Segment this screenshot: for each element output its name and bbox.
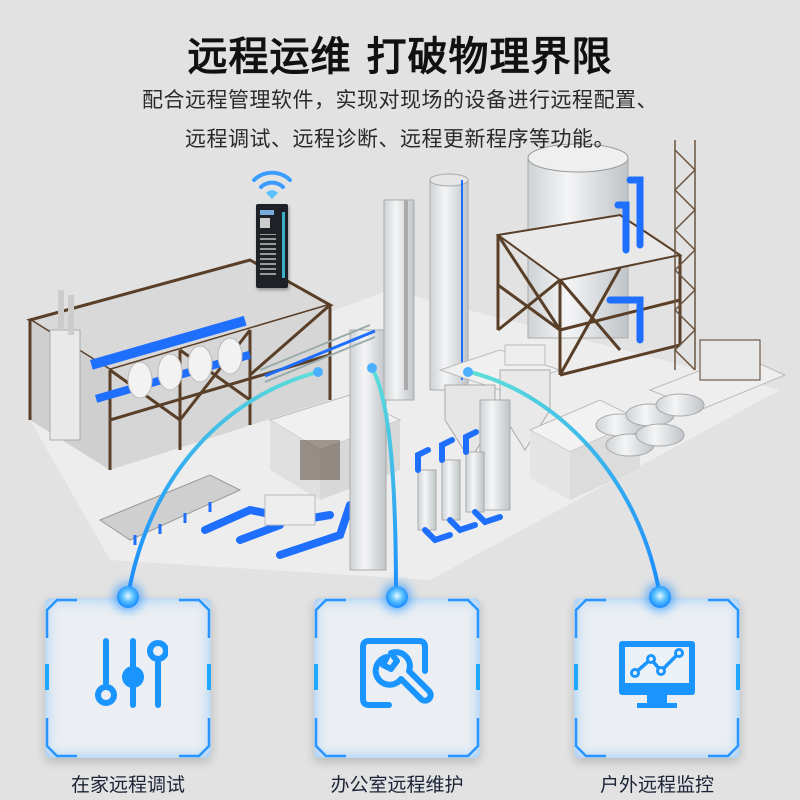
- sliders-icon: [95, 638, 168, 708]
- feature-label-office-maintenance: 办公室远程维护: [330, 774, 464, 796]
- page-title: 远程运维 打破物理界限: [187, 34, 613, 80]
- connection-node-right: [649, 586, 671, 608]
- left-truss-structure: [26, 258, 334, 470]
- storage-tank-structure: [495, 140, 697, 377]
- distillation-columns: [349, 173, 469, 571]
- connection-node-middle: [386, 586, 408, 608]
- conveyor-skid: [98, 474, 242, 545]
- card-frame: [45, 598, 211, 758]
- pipe-bridge: [259, 324, 376, 383]
- feature-card-outdoor-monitoring[interactable]: [574, 598, 740, 758]
- feature-card-office-maintenance[interactable]: [314, 598, 480, 758]
- arc-left: [126, 370, 319, 597]
- device-side-stripe: [282, 212, 285, 278]
- arc-middle: [370, 367, 398, 597]
- feature-label-outdoor-monitoring: 户外远程监控: [599, 774, 714, 796]
- wifi-icon: [252, 170, 292, 199]
- reactor-row: [415, 429, 503, 544]
- feature-card-home-debug[interactable]: [45, 598, 211, 758]
- wrench-icon: [360, 638, 434, 708]
- card-frame: [314, 598, 480, 758]
- device-qr-code: [260, 218, 270, 228]
- arc-right: [469, 370, 662, 597]
- connection-node-left: [117, 586, 139, 608]
- right-skid: [595, 339, 787, 457]
- feature-label-home-debug: 在家远程调试: [70, 774, 185, 796]
- device-terminal-block: [260, 234, 276, 278]
- subtitle-line-2: 远程调试、远程诊断、远程更新程序等功能。: [185, 127, 615, 151]
- monitor-chart-icon: [619, 641, 695, 708]
- subtitle-line-1: 配合远程管理软件，实现对现场的设备进行远程配置、: [142, 88, 658, 112]
- card-frame: [574, 598, 740, 758]
- remote-gateway-device: [256, 204, 288, 288]
- device-logo: [260, 210, 274, 215]
